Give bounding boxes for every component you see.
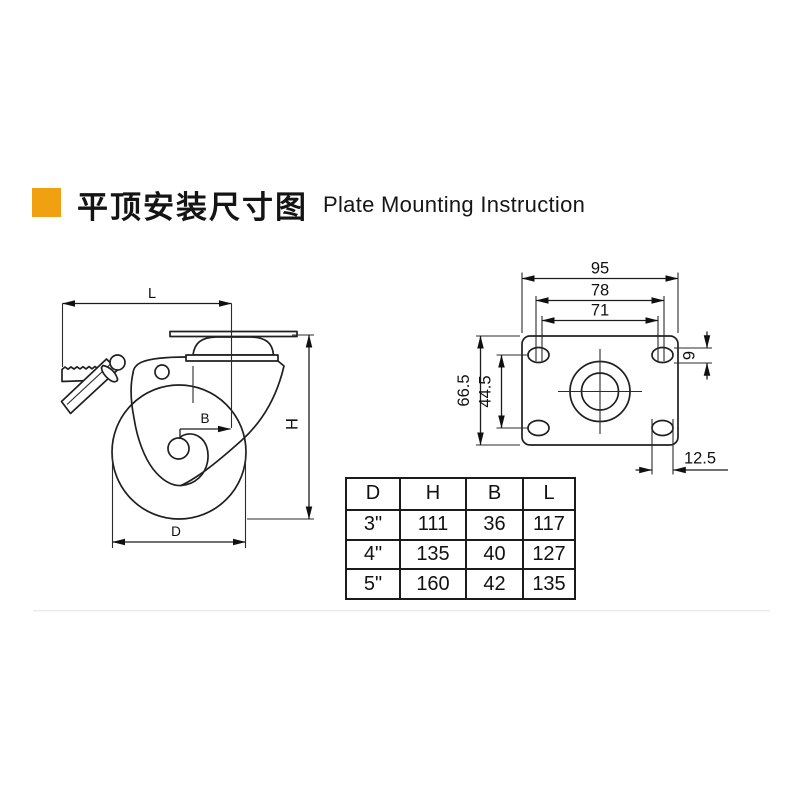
table-cell: 117	[522, 508, 574, 539]
table-cell: 135	[399, 538, 465, 569]
column-header-L: L	[522, 479, 574, 509]
dim-71: 71	[541, 302, 659, 361]
brake-pivot	[109, 354, 126, 371]
fork-front-top-edge	[132, 356, 187, 374]
table-cell: 3"	[347, 508, 399, 539]
dim-label-44-5: 44.5	[477, 375, 495, 407]
dim-66-5: 66.5	[455, 335, 520, 446]
table-cell: 36	[465, 508, 522, 539]
spec-table: D H B L 3" 111 36 117 4" 135 40 127 5" 1…	[345, 477, 576, 600]
swivel-dome	[192, 336, 275, 356]
section-divider	[33, 610, 770, 612]
fork-bolt-hole	[154, 364, 170, 380]
table-cell: 135	[522, 568, 574, 598]
header-accent-square	[32, 188, 61, 217]
slot-top-right	[651, 346, 674, 364]
dim-9: 9	[674, 331, 712, 380]
dim-label-D: D	[171, 524, 181, 539]
wheel-circle	[111, 384, 247, 520]
table-cell: 5"	[347, 568, 399, 598]
slot-top-left	[527, 346, 550, 364]
dim-L: L	[61, 286, 233, 428]
dim-label-95: 95	[591, 260, 609, 278]
plate-outline	[521, 335, 679, 446]
dim-D: D	[111, 453, 247, 548]
brake-clamp	[100, 364, 119, 383]
dim-B: B	[179, 411, 231, 438]
dim-label-H: H	[284, 418, 302, 430]
plate-top-view: 95 78 71 66.5	[455, 260, 728, 475]
table-cell: 40	[465, 538, 522, 569]
dim-label-12-5: 12.5	[684, 450, 716, 468]
slot-bottom-right	[651, 419, 674, 437]
accent-square-icon	[32, 188, 61, 217]
dim-H: H	[247, 334, 314, 520]
slot-bottom-left	[527, 419, 550, 437]
dim-label-66-5: 66.5	[455, 374, 473, 406]
dim-12-5: 12.5	[635, 419, 728, 475]
column-header-D: D	[365, 482, 381, 505]
column-header-H: H	[399, 479, 465, 509]
dim-78: 78	[535, 282, 665, 361]
fork-leg-sweep	[180, 360, 285, 487]
column-header-B: B	[465, 479, 522, 509]
page-title-en: Plate Mounting Instruction	[323, 192, 586, 217]
dim-label-9: 9	[681, 351, 699, 360]
top-plate	[169, 330, 298, 338]
caster-side-view: L H B D	[60, 286, 314, 548]
table-cell: 111	[399, 508, 465, 539]
dim-label-B: B	[200, 411, 209, 426]
table-cell: 42	[465, 568, 522, 598]
dim-44-5: 44.5	[477, 354, 529, 429]
table-cell: 160	[399, 568, 465, 598]
table-cell: 4"	[347, 538, 399, 569]
table-cell: 127	[522, 538, 574, 569]
dim-95: 95	[521, 260, 679, 333]
dim-label-71: 71	[591, 302, 609, 320]
hub-bolt-hole	[167, 437, 190, 460]
dim-label-L: L	[148, 286, 156, 302]
page-title-zh: 平顶安装尺寸图	[77, 190, 308, 225]
dim-label-78: 78	[591, 282, 609, 300]
